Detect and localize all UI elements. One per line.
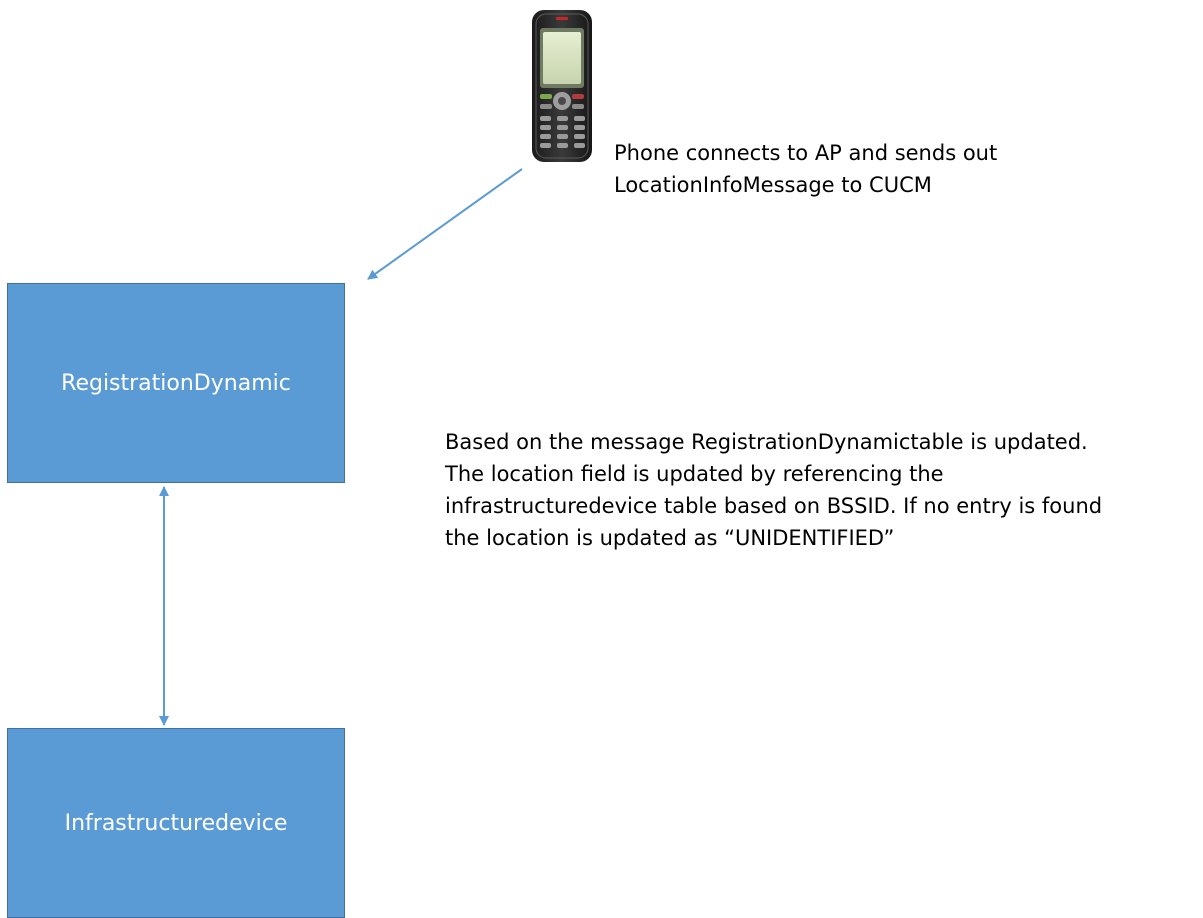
phone-caption: Phone connects to AP and sends out Locat… <box>614 141 998 197</box>
ip-phone-icon <box>532 10 592 162</box>
phone-to-registration-arrow <box>367 168 523 280</box>
infrastructure-device-box: Infrastructuredevice <box>7 728 345 918</box>
update-note: Based on the message RegistrationDynamic… <box>445 430 1103 550</box>
infrastructure-device-label: Infrastructuredevice <box>64 810 288 836</box>
registration-dynamic-box: RegistrationDynamic <box>7 283 345 483</box>
registration-dynamic-label: RegistrationDynamic <box>61 370 291 396</box>
